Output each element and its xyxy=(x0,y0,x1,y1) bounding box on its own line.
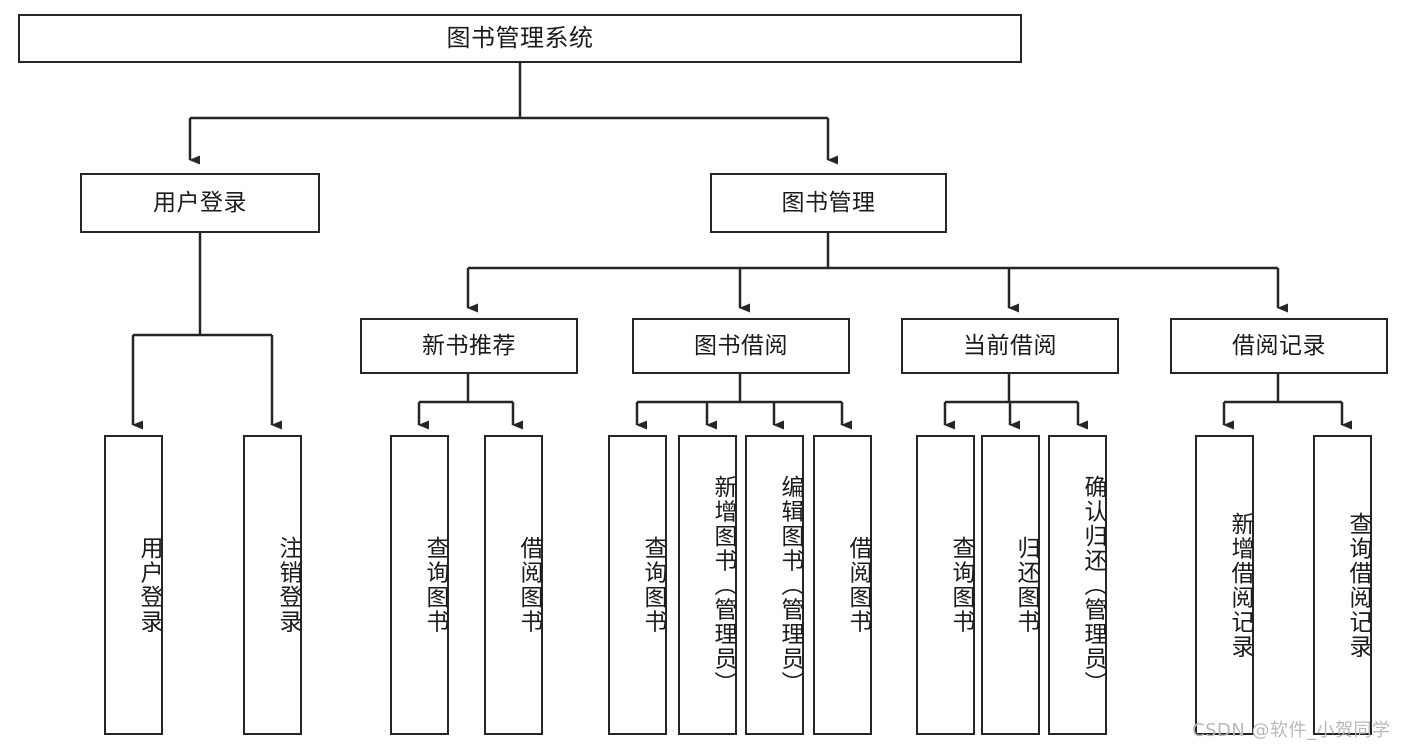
node-label: 图书借阅 xyxy=(694,332,788,359)
node-label: 查询图书 xyxy=(422,536,448,634)
node-label: 借阅图书 xyxy=(845,536,871,634)
node-label: 图书管理系统 xyxy=(446,23,594,52)
node-label: 用户登录 xyxy=(153,189,247,216)
leaf-user-login-login[interactable]: 用户登录 xyxy=(104,435,163,735)
node-label: 借阅记录 xyxy=(1232,332,1326,359)
node-book-borrow[interactable]: 图书借阅 xyxy=(632,318,850,374)
leaf-current-borrow-return[interactable]: 归还图书 xyxy=(981,435,1040,735)
node-label: 用户登录 xyxy=(136,536,162,634)
node-user-login[interactable]: 用户登录 xyxy=(80,173,320,233)
leaf-book-borrow-query[interactable]: 查询图书 xyxy=(608,435,667,735)
leaf-current-borrow-confirm-return[interactable]: 确认归还（管理员） xyxy=(1048,435,1107,735)
node-book-management[interactable]: 图书管理 xyxy=(710,173,947,233)
leaf-user-login-logout[interactable]: 注销登录 xyxy=(243,435,302,735)
node-label: 新增图书（管理员） xyxy=(710,474,736,696)
leaf-book-borrow-add[interactable]: 新增图书（管理员） xyxy=(678,435,737,735)
leaf-new-book-borrow[interactable]: 借阅图书 xyxy=(484,435,543,735)
leaf-borrow-record-add[interactable]: 新增借阅记录 xyxy=(1195,435,1254,735)
node-label: 查询图书 xyxy=(948,536,974,634)
node-root-system[interactable]: 图书管理系统 xyxy=(18,14,1022,63)
node-label: 当前借阅 xyxy=(963,332,1057,359)
node-label: 查询图书 xyxy=(640,536,666,634)
leaf-borrow-record-query[interactable]: 查询借阅记录 xyxy=(1313,435,1372,735)
node-label: 新增借阅记录 xyxy=(1227,511,1253,659)
node-label: 确认归还（管理员） xyxy=(1080,474,1106,696)
node-label: 注销登录 xyxy=(275,536,301,634)
node-borrow-record[interactable]: 借阅记录 xyxy=(1170,318,1388,374)
node-label: 编辑图书（管理员） xyxy=(777,474,803,696)
leaf-new-book-query[interactable]: 查询图书 xyxy=(390,435,449,735)
node-new-book-recommend[interactable]: 新书推荐 xyxy=(360,318,578,374)
node-label: 图书管理 xyxy=(781,189,876,216)
leaf-current-borrow-query[interactable]: 查询图书 xyxy=(916,435,975,735)
node-label: 归还图书 xyxy=(1013,536,1039,634)
node-label: 查询借阅记录 xyxy=(1345,511,1371,659)
node-current-borrow[interactable]: 当前借阅 xyxy=(901,318,1119,374)
leaf-book-borrow-edit[interactable]: 编辑图书（管理员） xyxy=(745,435,804,735)
watermark-text: CSDN @软件_小贺同学 xyxy=(1192,720,1391,741)
node-label: 新书推荐 xyxy=(422,332,516,359)
leaf-book-borrow-borrow[interactable]: 借阅图书 xyxy=(813,435,872,735)
node-label: 借阅图书 xyxy=(516,536,542,634)
